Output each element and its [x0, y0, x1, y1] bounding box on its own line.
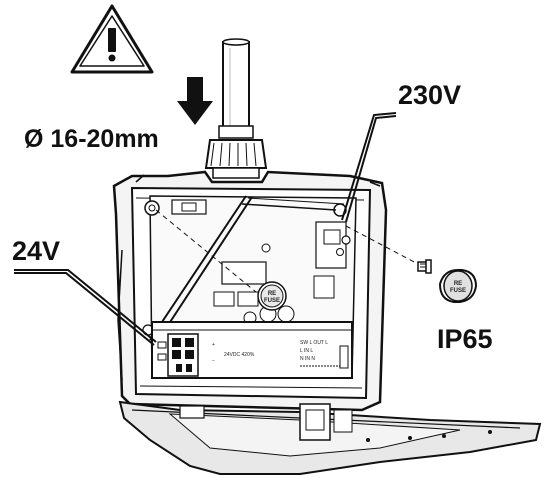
cable-gland: [204, 125, 268, 179]
external-fuse-line2: FUSE: [450, 288, 466, 294]
terminal-block: + − 24VDC 420% SW L OUT L L IN L N IN N: [151, 321, 353, 379]
board-fuse-cap: RE FUSE: [257, 281, 287, 311]
voltage-230-label: 230V: [398, 80, 462, 110]
leader-lines: [14, 112, 397, 346]
terminal-sw-out: SW L OUT L: [300, 340, 328, 346]
board-fuse-line2: FUSE: [264, 298, 280, 304]
screw: [417, 259, 432, 274]
down-arrow-icon: [177, 77, 213, 125]
voltage-24-label: 24V: [12, 236, 61, 266]
psu-minus: −: [212, 358, 215, 364]
ip-rating-label: IP65: [437, 324, 493, 354]
external-fuse-line1: RE: [454, 281, 462, 287]
pipe-diameter-label: Ø 16-20mm: [24, 125, 159, 153]
board-fuse-line1: RE: [268, 291, 276, 297]
warning-triangle-icon: [70, 4, 154, 74]
housing-lid: [118, 400, 542, 475]
alignment-lines: [155, 209, 419, 293]
terminal-n-in: N IN N: [300, 356, 315, 362]
pipe: [222, 38, 250, 135]
psu-rating: 24VDC 420%: [224, 352, 255, 358]
terminal-l-in: L IN L: [300, 348, 313, 354]
psu-plus: +: [212, 342, 215, 348]
external-fuse-cap: RE FUSE: [438, 269, 478, 303]
